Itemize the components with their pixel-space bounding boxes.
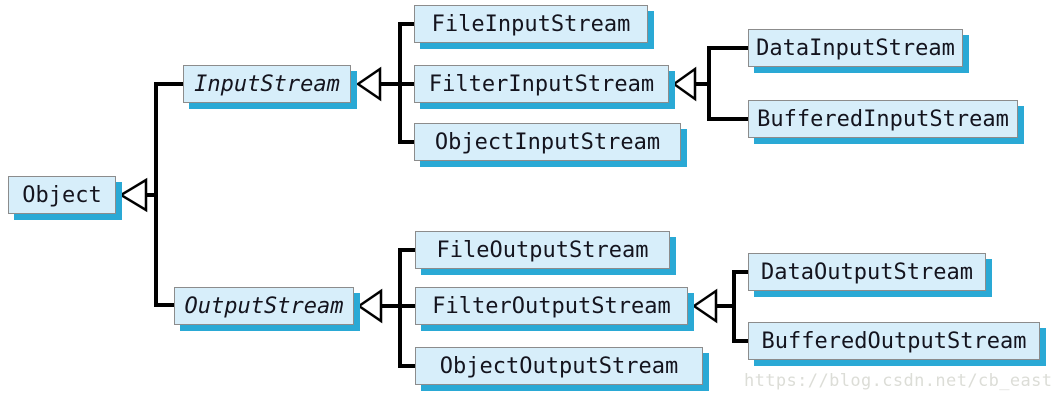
edge-filterinputstream-trunk	[707, 46, 748, 121]
connector-filterinputstream-children	[694, 46, 748, 121]
inheritance-triangle-object-icon	[118, 177, 148, 213]
connector-object-children	[144, 82, 183, 307]
inheritance-triangle-inputstream-icon	[355, 66, 382, 102]
edge-filteroutputstream-trunk	[732, 270, 748, 343]
class-box-data-input-stream: DataInputStream	[748, 29, 963, 67]
class-box-file-output-stream: FileOutputStream	[415, 231, 670, 269]
class-box-input-stream: InputStream	[183, 65, 351, 103]
inheritance-triangle-outputstream-icon	[356, 288, 383, 324]
class-box-data-output-stream: DataOutputStream	[748, 253, 986, 291]
connector-inputstream-children	[379, 22, 414, 144]
class-box-filter-input-stream: FilterInputStream	[414, 65, 669, 103]
edge-object-trunk	[154, 82, 183, 307]
class-box-file-input-stream: FileInputStream	[414, 5, 648, 43]
class-box-buffered-input-stream: BufferedInputStream	[748, 100, 1018, 138]
class-box-buffered-output-stream: BufferedOutputStream	[748, 322, 1040, 360]
inheritance-triangle-filterinputstream-icon	[671, 66, 697, 102]
class-box-object-input-stream: ObjectInputStream	[414, 123, 681, 161]
watermark: https://blog.csdn.net/cb_east	[744, 371, 1052, 391]
connector-outputstream-children	[380, 248, 415, 368]
class-box-filter-output-stream: FilterOutputStream	[415, 287, 688, 325]
class-box-object-output-stream: ObjectOutputStream	[415, 347, 703, 385]
connector-filteroutputstream-children	[715, 270, 748, 343]
class-box-object: Object	[8, 176, 116, 214]
inheritance-triangle-filteroutputstream-icon	[691, 288, 718, 324]
class-box-output-stream: OutputStream	[174, 287, 354, 325]
